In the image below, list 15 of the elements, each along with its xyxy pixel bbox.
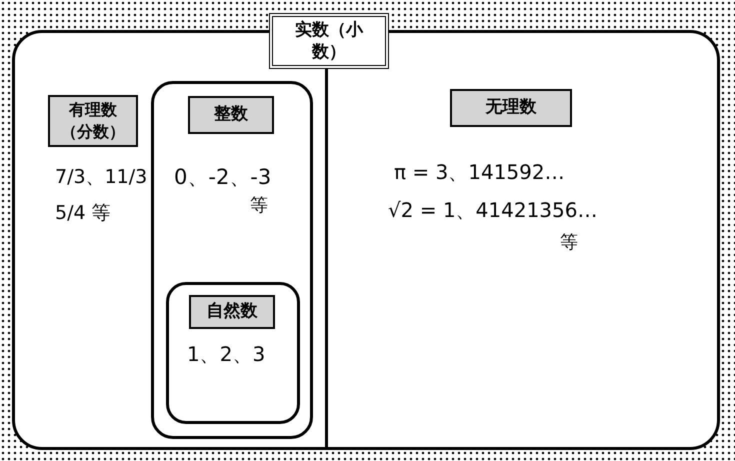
example-text: √2 = 1、41421356… — [388, 197, 598, 224]
example-text: 7/3、11/3 — [55, 165, 148, 190]
example-text: 等 — [560, 231, 578, 255]
integer-box — [151, 81, 313, 439]
category-label: 无理数 — [450, 89, 572, 126]
category-label: 整数 — [188, 96, 274, 134]
title-label: 实数（小数） — [269, 13, 389, 69]
category-label: 自然数 — [189, 295, 275, 328]
example-text: 5/4 等 — [55, 201, 111, 226]
example-text: π = 3、141592… — [394, 159, 565, 186]
example-text: 0、-2、-3 — [174, 164, 272, 191]
natural-box — [166, 282, 300, 424]
category-label: 有理数（分数） — [48, 95, 138, 147]
example-text: 等 — [250, 194, 268, 218]
example-text: 1、2、3 — [187, 341, 266, 368]
